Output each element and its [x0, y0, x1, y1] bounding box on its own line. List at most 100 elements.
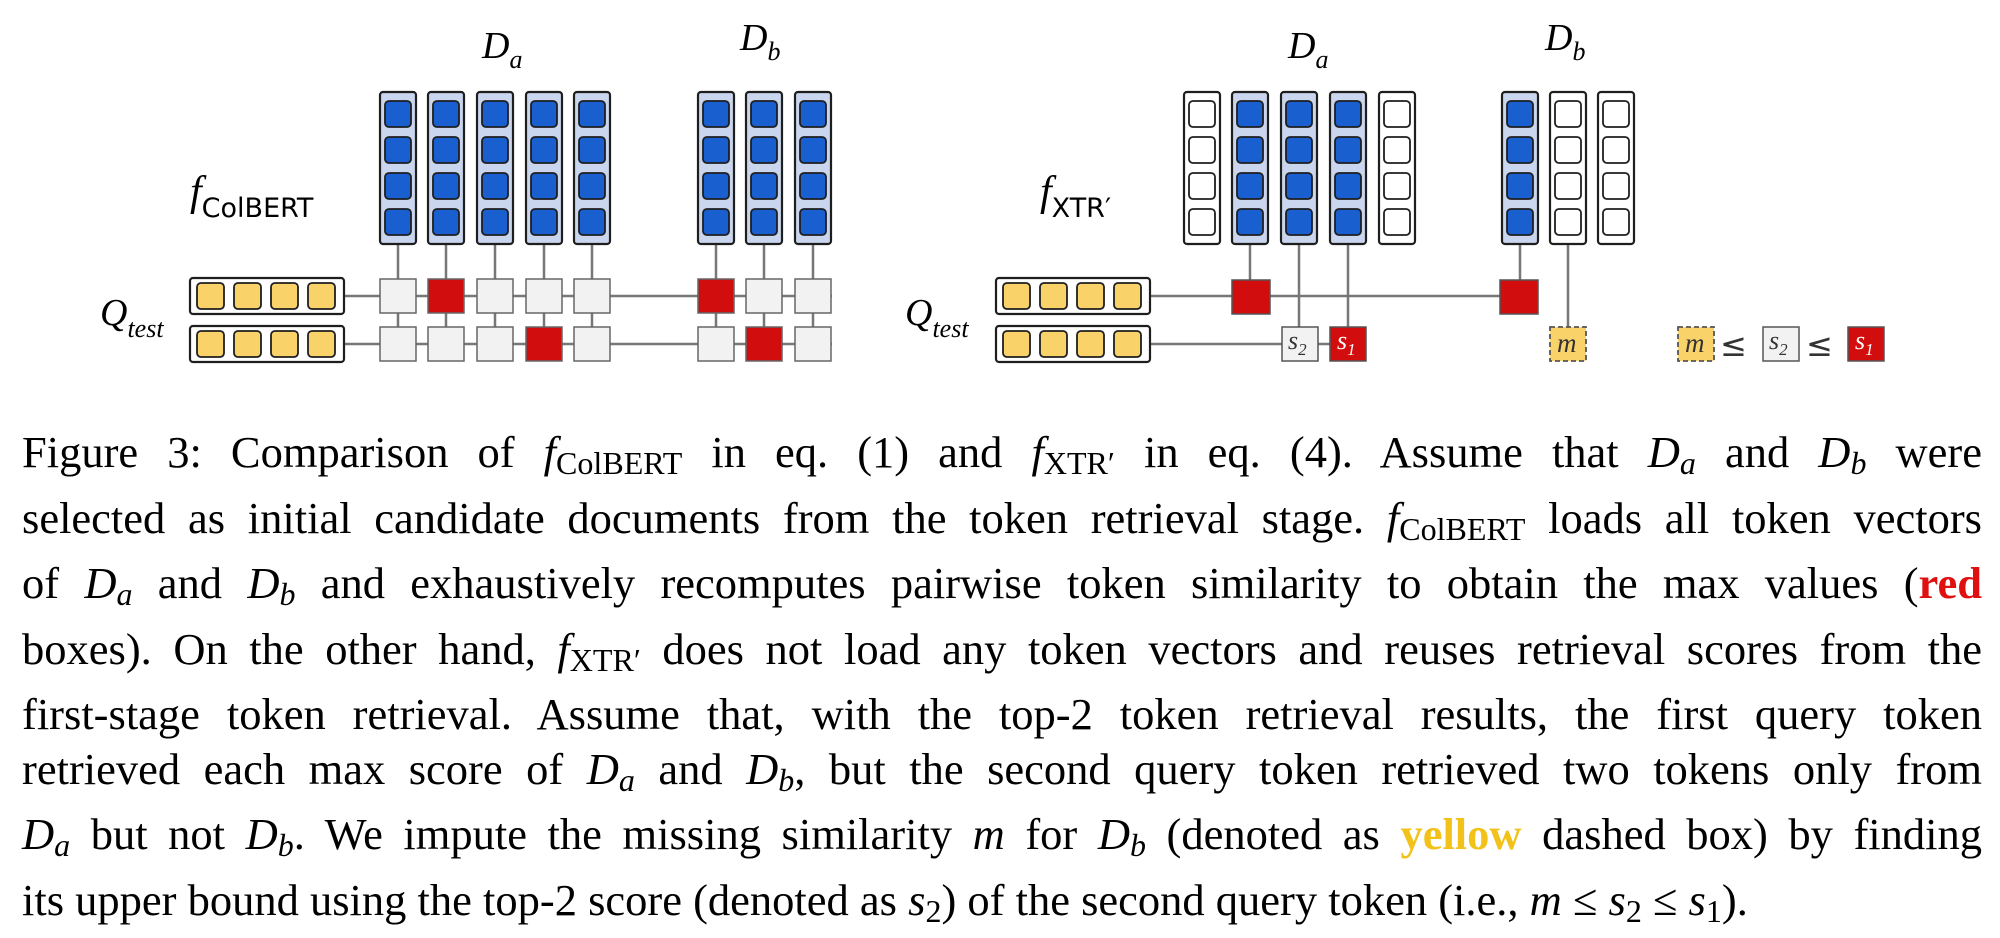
right-doc-column [1230, 90, 1270, 246]
caption-line-1: Figure 3: Comparison of fColBERT in eq. … [22, 427, 1982, 482]
right-doc-column-token [1188, 136, 1216, 164]
left-doc-column-token [799, 136, 827, 164]
right-query-2-token [1113, 330, 1142, 358]
left-doc-column [378, 90, 418, 246]
right-doc-column [1500, 90, 1540, 246]
left-doc-column [426, 90, 466, 246]
right-imputed-m-label: m [1557, 328, 1577, 358]
left-doc-column-token [384, 136, 412, 164]
caption-line-7: Da but not Db. We impute the missing sim… [22, 809, 1983, 864]
right-s2-score-box [1281, 326, 1319, 362]
right-query-2-token [1002, 330, 1031, 358]
left-doc-column-token [530, 172, 558, 200]
right-query-1-token [1076, 282, 1105, 310]
legend-m-label: m [1685, 328, 1705, 358]
left-query-1-token [233, 282, 262, 310]
right-doc-b-label: Db [1544, 17, 1585, 66]
right-s1-label: s1 [1337, 326, 1356, 359]
left-doc-column-token [384, 172, 412, 200]
left-similarity-box [427, 326, 465, 362]
right-imputed-m-box [1549, 326, 1587, 362]
left-doc-column [524, 90, 564, 246]
left-query-2-token [233, 330, 262, 358]
left-doc-column-token [481, 100, 509, 128]
right-doc-column-token [1554, 136, 1582, 164]
right-function-label: fXTR′ [1040, 169, 1111, 224]
right-doc-column-token [1506, 208, 1534, 236]
figure-caption: Figure 3: Comparison of fColBERT in eq. … [22, 425, 1982, 938]
legend-leq-2: ≤ [1806, 326, 1833, 364]
left-query-2-token [270, 330, 299, 358]
right-doc-column-token [1383, 208, 1411, 236]
right-doc-a-label: Da [1287, 25, 1328, 74]
caption-line-8: its upper bound using the top-2 score (d… [22, 874, 1748, 929]
left-doc-column-token [530, 208, 558, 236]
left-doc-column-token [750, 100, 778, 128]
legend-inequality: m ≤ s2 ≤ s1 [1677, 326, 1885, 364]
right-doc-column [1328, 90, 1368, 246]
legend-s1-label: s1 [1855, 326, 1874, 359]
left-doc-column-token [578, 136, 606, 164]
right-doc-column-token [1188, 172, 1216, 200]
left-max-score-box [745, 326, 783, 362]
legend-s1-box [1847, 326, 1885, 362]
right-query-2-token [1076, 330, 1105, 358]
caption-line-4: boxes). On the other hand, fXTR′ does no… [22, 623, 1982, 678]
left-query-2-token [196, 330, 225, 358]
left-doc-column-token [432, 172, 460, 200]
left-doc-column-token [481, 136, 509, 164]
left-doc-b-label: Db [739, 17, 780, 66]
right-doc-column-token [1188, 208, 1216, 236]
left-doc-column [696, 90, 736, 246]
left-doc-column-token [750, 172, 778, 200]
figure-diagram: Da Db fColBERT Qtest s2 s1 m Da Db fXTR′… [100, 17, 1885, 364]
left-similarity-box [379, 278, 417, 314]
right-doc-column-token [1334, 100, 1362, 128]
left-query-label: Qtest [100, 292, 164, 343]
right-doc-column-token [1285, 172, 1313, 200]
right-query-2-token [1039, 330, 1068, 358]
left-doc-column-token [530, 136, 558, 164]
left-similarity-box [573, 278, 611, 314]
left-panel: Da Db fColBERT Qtest [100, 17, 833, 364]
caption-line-6: retrieved each max score of Da and Db, b… [22, 743, 1982, 798]
right-query-tokens [994, 276, 1152, 364]
left-similarity-box [794, 326, 832, 362]
left-doc-column-token [578, 208, 606, 236]
left-doc-column-token [530, 100, 558, 128]
right-connector-lines [1150, 244, 1570, 346]
left-max-score-box [427, 278, 465, 314]
right-s2-label: s2 [1288, 326, 1307, 359]
right-doc-column-token [1236, 100, 1264, 128]
right-doc-column-token [1285, 100, 1313, 128]
right-doc-column-token [1554, 100, 1582, 128]
left-doc-column-token [384, 208, 412, 236]
right-query-label: Qtest [905, 292, 969, 343]
left-doc-column-token [702, 136, 730, 164]
legend-s2-label: s2 [1769, 326, 1788, 359]
left-similarity-box [697, 326, 735, 362]
left-doc-column-token [578, 100, 606, 128]
legend-s2-box [1762, 326, 1800, 362]
left-doc-column [475, 90, 515, 246]
left-similarity-box [745, 278, 783, 314]
right-doc-column-token [1236, 136, 1264, 164]
left-document-token-columns [378, 90, 833, 246]
right-doc-column [1596, 90, 1636, 246]
left-query-1 [188, 276, 346, 316]
right-doc-column [1279, 90, 1319, 246]
left-doc-column-token [702, 172, 730, 200]
left-doc-column-token [799, 172, 827, 200]
left-doc-column-token [750, 208, 778, 236]
left-doc-column-token [481, 172, 509, 200]
left-doc-column [744, 90, 784, 246]
left-query-1-token [270, 282, 299, 310]
left-similarity-box [794, 278, 832, 314]
left-query-1-token [307, 282, 336, 310]
right-doc-column-token [1602, 100, 1630, 128]
left-function-label: fColBERT [190, 169, 314, 224]
right-query-1-token [1002, 282, 1031, 310]
right-s1-score-box [1329, 326, 1367, 362]
right-query-1-token [1039, 282, 1068, 310]
left-similarity-box [379, 326, 417, 362]
